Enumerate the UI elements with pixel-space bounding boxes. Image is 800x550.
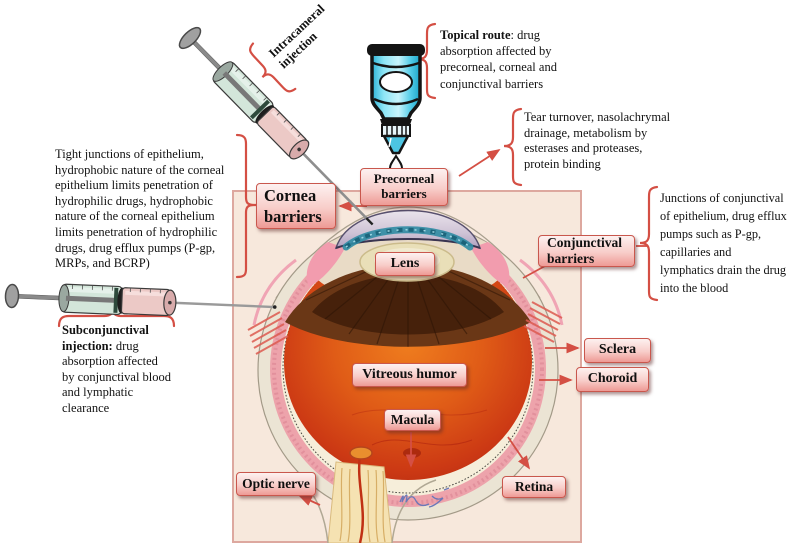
bottle-neck <box>380 119 412 125</box>
intracameral-injection-label: Intracameral injection <box>266 1 328 71</box>
plunger-disc <box>178 26 202 50</box>
conjunctival-barriers-note: Junctions of conjunctival of epithelium,… <box>660 191 787 295</box>
conjunctiva-edge-left <box>252 258 297 326</box>
conjunctival-barriers-box: Conjunctival barriers <box>538 235 635 267</box>
sclera-label-box: Sclera <box>584 338 651 363</box>
tear-note-brace <box>503 107 523 187</box>
eye-dropper-bottle <box>367 44 425 176</box>
precorneal-barriers-box: Precorneal barriers <box>360 168 448 206</box>
retina-label-box: Retina <box>502 476 566 498</box>
cornea-barriers-note: Tight junctions of epithelium, hydrophob… <box>55 147 225 271</box>
artist-signature <box>399 487 450 508</box>
tear-turnover-note: Tear turnover, nasolachrymal drainage, m… <box>524 110 671 171</box>
optic-nerve-label-box: Optic nerve <box>236 472 316 496</box>
conjunctival-note-brace <box>639 185 659 302</box>
cornea-barriers-box: Cornea barriers <box>256 183 336 229</box>
arrow-precorneal-to-tear-note <box>458 149 501 177</box>
retinal-vessel <box>371 439 473 446</box>
topical-route-brace <box>417 22 437 100</box>
iris-teal-texture <box>344 227 472 249</box>
bottle-ribbed-collar <box>381 124 411 137</box>
bottle-base-cap <box>367 44 425 56</box>
macula-spot <box>403 448 421 458</box>
macula-label-box: Macula <box>384 409 441 431</box>
subconjunctival-injection-note: Subconjunctival injection: drug absorpti… <box>62 323 172 415</box>
choroid-label-box: Choroid <box>576 367 649 392</box>
central-retinal-artery <box>357 454 365 543</box>
muscle-fan-right <box>523 301 563 343</box>
bottle-highlight <box>379 71 413 93</box>
vitreous-humor-label-box: Vitreous humor <box>352 363 467 387</box>
ciliary-fringe-left <box>306 242 345 287</box>
topical-route-note: Topical route: drug absorption affected … <box>440 28 557 91</box>
topical-route-lead: Topical route <box>440 28 511 42</box>
plunger-disc <box>4 283 20 309</box>
ciliary-fringe-right <box>471 242 510 287</box>
iris-teal-glints <box>345 229 471 248</box>
bottle-nozzle <box>382 134 410 155</box>
lens-label-box: Lens <box>375 252 435 276</box>
optic-disc <box>349 446 373 460</box>
optic-nerve-striations <box>339 467 386 543</box>
muscle-fan-left <box>247 311 289 355</box>
